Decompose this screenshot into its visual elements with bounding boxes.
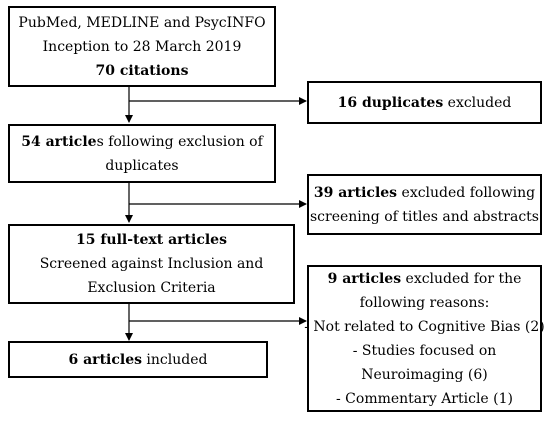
side-branch-arrows: [129, 97, 307, 325]
reason-2: - Studies focused on: [352, 342, 497, 359]
citation-count: 70 citations: [95, 62, 189, 79]
reason-3: Neuroimaging (6): [361, 366, 488, 383]
source-box: PubMed, MEDLINE and PsycINFO Inception t…: [8, 6, 276, 87]
final-excluded-text-a: excluded for the: [401, 270, 522, 287]
duplicates-excluded-box: 16 duplicates excluded: [307, 81, 542, 124]
duplicates-count: 16 duplicates: [337, 94, 444, 111]
final-excluded-count: 9 articles: [327, 270, 402, 287]
after-duplicates-count: 54 article: [21, 133, 97, 150]
reason-1: - Not related to Cognitive Bias (2): [304, 318, 545, 335]
included-text: included: [141, 351, 208, 368]
source-line2: Inception to 28 March 2019: [42, 38, 242, 55]
screening-excluded-text-a: excluded following: [397, 184, 536, 201]
screening-excluded-box: 39 articles excluded following screening…: [307, 174, 542, 235]
full-text-box: 15 full-text articles Screened against I…: [8, 224, 295, 304]
after-duplicates-text-b: duplicates: [105, 157, 179, 174]
final-excluded-box: 9 articles excluded for the following re…: [304, 265, 545, 412]
after-duplicates-box: 54 articles following exclusion of dupli…: [8, 124, 276, 183]
full-text-count: 15 full-text articles: [76, 232, 227, 248]
reason-4: - Commentary Article (1): [336, 390, 513, 407]
full-text-line2: Screened against Inclusion and: [39, 256, 264, 272]
after-duplicates-text-a: s following exclusion of: [96, 133, 263, 150]
final-excluded-line2: following reasons:: [359, 294, 490, 311]
included-box: 6 articles included: [8, 341, 268, 378]
screening-excluded-text-b: screening of titles and abstracts: [310, 208, 539, 225]
included-count: 6 articles: [68, 351, 142, 368]
source-line1: PubMed, MEDLINE and PsycINFO: [18, 14, 266, 31]
screening-excluded-count: 39 articles: [313, 184, 398, 201]
duplicates-text: excluded: [443, 94, 512, 111]
full-text-line3: Exclusion Criteria: [87, 280, 216, 296]
